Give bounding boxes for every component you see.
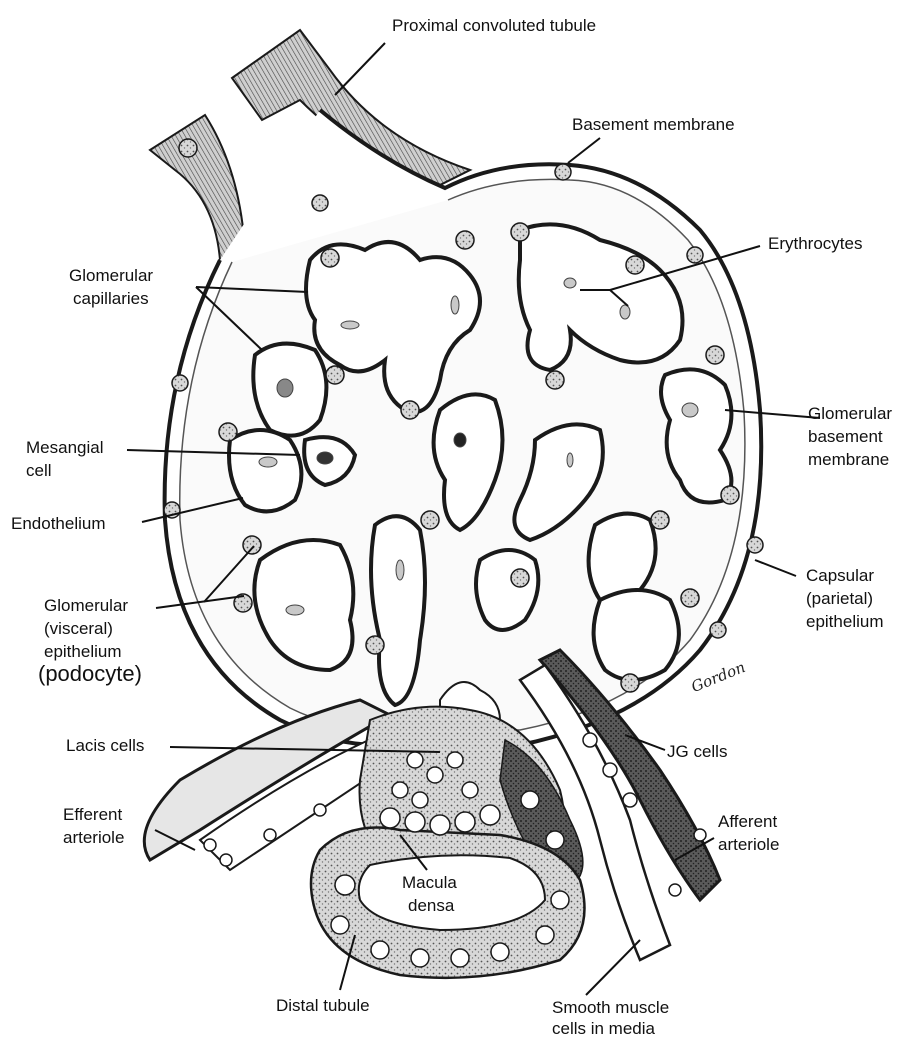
- label-proximal-tubule: Proximal convoluted tubule: [392, 16, 596, 36]
- label-glomerular-capillaries-1: Glomerular: [69, 266, 153, 286]
- label-erythrocytes: Erythrocytes: [768, 234, 862, 254]
- label-podocyte: (podocyte): [38, 664, 142, 684]
- label-gbm-2: basement: [808, 427, 883, 447]
- label-smooth-muscle-2: cells in media: [552, 1019, 655, 1039]
- label-afferent-2: arteriole: [718, 835, 779, 855]
- label-lacis-cells: Lacis cells: [66, 736, 144, 756]
- label-efferent-2: arteriole: [63, 828, 124, 848]
- label-endothelium: Endothelium: [11, 514, 106, 534]
- label-capsular-3: epithelium: [806, 612, 884, 632]
- label-visceral-1: Glomerular: [44, 596, 128, 616]
- label-capsular-1: Capsular: [806, 566, 874, 586]
- label-capsular-2: (parietal): [806, 589, 873, 609]
- label-gbm-1: Glomerular: [808, 404, 892, 424]
- label-visceral-2: (visceral): [44, 619, 113, 639]
- label-distal-tubule: Distal tubule: [276, 996, 370, 1016]
- label-afferent-1: Afferent: [718, 812, 777, 832]
- label-visceral-3: epithelium: [44, 642, 122, 662]
- label-basement-membrane: Basement membrane: [572, 115, 735, 135]
- label-macula-1: Macula: [402, 873, 457, 893]
- label-gbm-3: membrane: [808, 450, 889, 470]
- label-mesangial-1: Mesangial: [26, 438, 104, 458]
- label-efferent-1: Efferent: [63, 805, 122, 825]
- label-glomerular-capillaries-2: capillaries: [73, 289, 149, 309]
- label-macula-2: densa: [408, 896, 454, 916]
- label-jg-cells: JG cells: [667, 742, 727, 762]
- label-smooth-muscle-1: Smooth muscle: [552, 998, 669, 1018]
- label-mesangial-2: cell: [26, 461, 52, 481]
